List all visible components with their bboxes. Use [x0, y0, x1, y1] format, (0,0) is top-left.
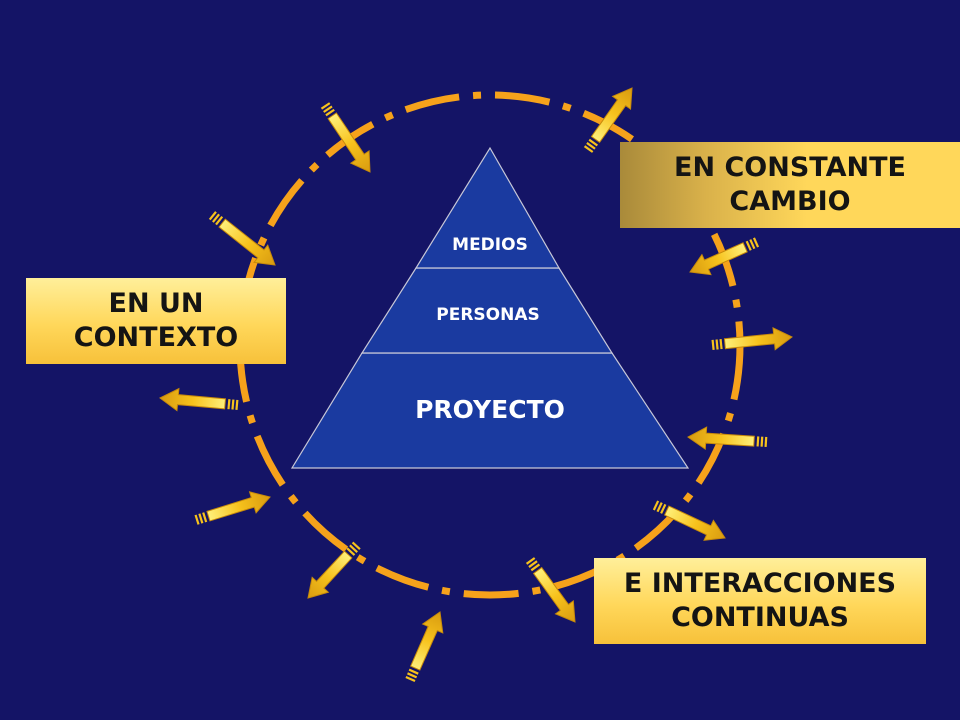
- label-e-interacciones-continuas: E INTERACCIONES CONTINUAS: [594, 558, 926, 644]
- label-interacciones-line1: E INTERACCIONES: [623, 568, 897, 599]
- arrow-icon: [687, 426, 768, 451]
- arrow-icon: [208, 211, 276, 266]
- arrow-icon: [159, 387, 239, 412]
- arrow-icon: [583, 87, 633, 153]
- arrows-group: [159, 87, 793, 683]
- pyramid-base-label: PROYECTO: [415, 395, 565, 424]
- label-en-constante-cambio: EN CONSTANTE CAMBIO: [620, 142, 960, 228]
- pyramid: MEDIOS PERSONAS PROYECTO: [290, 146, 690, 469]
- arrow-icon: [320, 102, 371, 173]
- arrow-icon: [689, 237, 760, 276]
- label-cambio-line2: CAMBIO: [729, 186, 851, 217]
- arrow-icon: [711, 327, 793, 351]
- label-cambio-line1: EN CONSTANTE: [674, 152, 906, 183]
- pyramid-top-layer: [414, 146, 561, 269]
- label-contexto-line1: EN UN: [108, 288, 204, 319]
- pyramid-middle-label: PERSONAS: [436, 305, 540, 325]
- label-en-un-contexto: EN UN CONTEXTO: [26, 278, 286, 364]
- arrow-icon: [652, 500, 726, 541]
- arrow-icon: [194, 491, 271, 525]
- arrow-icon: [405, 611, 444, 683]
- label-interacciones-line2: CONTINUAS: [671, 602, 849, 633]
- label-contexto-line2: CONTEXTO: [73, 322, 239, 353]
- pyramid-top-label: MEDIOS: [452, 235, 528, 255]
- arrow-icon: [525, 557, 576, 623]
- arrow-icon: [307, 541, 361, 599]
